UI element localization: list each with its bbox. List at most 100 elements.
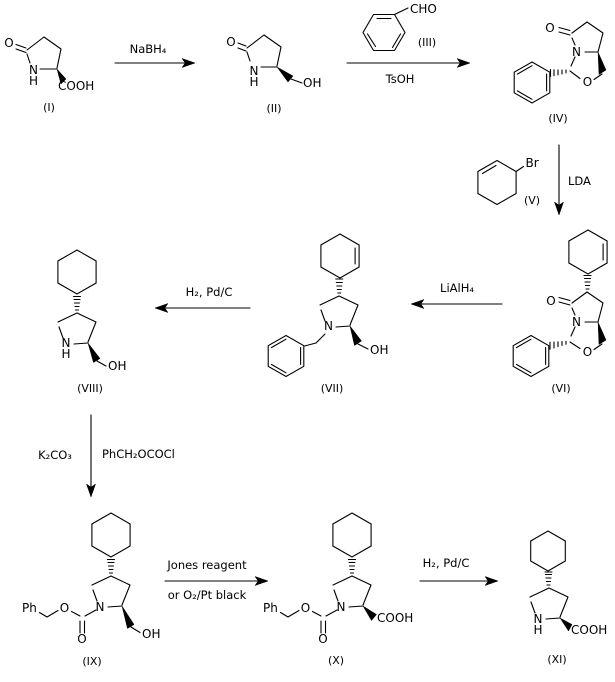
bond-skeleton xyxy=(279,575,372,634)
structure-vi: O N O (VI) xyxy=(512,229,608,395)
benzene-ring xyxy=(362,13,406,52)
hash-wedge-bond xyxy=(335,278,344,294)
compound-number: (IX) xyxy=(82,655,101,668)
ring-oxygen-label: O xyxy=(583,75,592,89)
nitrogen-label: N xyxy=(337,600,346,614)
arrowhead-down-icon xyxy=(86,483,96,498)
phenyl-abbrev-label: Ph xyxy=(263,601,278,615)
oxygen-label: O xyxy=(226,35,235,49)
nh-hydrogen-label: H xyxy=(61,347,70,361)
cyclohexyl-ring xyxy=(57,249,97,295)
compound-number: (VI) xyxy=(551,382,570,395)
carbonyl-oxygen-label: O xyxy=(77,632,86,646)
oh-label: OH xyxy=(370,343,388,357)
bond-skeleton xyxy=(15,36,62,70)
compound-number: (IV) xyxy=(548,112,567,125)
arrow-step8: H₂, Pd/C xyxy=(419,556,499,586)
structure-iv: O N O (IV) xyxy=(513,21,607,125)
structure-iii-benzaldehyde: CHO (III) xyxy=(362,2,437,52)
bond-skeleton xyxy=(303,295,369,350)
arrow-step4: LiAlH₄ xyxy=(410,281,503,309)
ester-oxygen-label: O xyxy=(60,601,69,615)
oh-label: OH xyxy=(108,359,126,373)
reagent-nabh4: NaBH₄ xyxy=(130,42,167,56)
cho-bond xyxy=(393,7,409,16)
arrow-step3: LDA xyxy=(554,144,591,216)
hash-wedge-bond xyxy=(347,558,357,574)
arrow-step6: K₂CO₃ PhCH₂OCOCl xyxy=(38,414,175,498)
bond-skeleton xyxy=(237,34,303,84)
cooh-label: COOH xyxy=(58,79,94,93)
hash-wedge-bond xyxy=(72,295,82,311)
cho-label: CHO xyxy=(410,2,437,16)
nitrogen-label: N xyxy=(250,64,259,78)
nitrogen-label: N xyxy=(62,336,71,350)
compound-number: (III) xyxy=(418,36,436,49)
nh-hydrogen-label: H xyxy=(29,74,38,88)
wedge-bond xyxy=(276,66,294,83)
br-label: Br xyxy=(526,156,539,170)
structure-ix: Ph O O N OH (IX) xyxy=(22,512,160,668)
reagent-h2-pdc: H₂, Pd/C xyxy=(423,556,470,570)
arrowhead-right-icon xyxy=(181,58,196,68)
compound-number: (V) xyxy=(524,194,540,207)
compound-number: (I) xyxy=(43,101,55,114)
oh-label: OH xyxy=(142,627,160,641)
reagent-lialh4: LiAlH₄ xyxy=(440,281,474,295)
structure-i: O N H COOH (I) xyxy=(4,36,94,114)
bond-skeleton xyxy=(57,312,107,367)
aromatic-inner-bonds xyxy=(516,65,548,100)
reagent-h2-pdc: H₂, Pd/C xyxy=(186,285,233,299)
nitrogen-label: N xyxy=(534,612,543,626)
reagent-jones: Jones reagent xyxy=(166,558,247,572)
oxygen-label: O xyxy=(546,294,555,308)
ring-oxygen-label: O xyxy=(583,345,592,359)
arrowhead-right-icon xyxy=(254,576,269,586)
phenyl-ring xyxy=(512,334,550,378)
hash-wedge-bond-top xyxy=(583,274,592,290)
reagent-cbz-cl: PhCH₂OCOCl xyxy=(102,447,175,461)
structure-xi: N H COOH (XI) xyxy=(529,530,607,666)
arrowhead-right-icon xyxy=(456,58,471,68)
hash-wedge-bond xyxy=(106,558,116,574)
nitrogen-label: N xyxy=(96,600,105,614)
aromatic-inner-bonds xyxy=(515,338,547,374)
structure-vii: N OH (VII) xyxy=(267,233,388,395)
oxygen-label: O xyxy=(4,36,13,50)
hash-wedge-bond xyxy=(544,571,553,586)
wedge-bond xyxy=(87,342,101,363)
compound-number: (XI) xyxy=(547,653,566,666)
oxygen-label: O xyxy=(545,21,554,35)
wedge-bond xyxy=(56,68,67,85)
arrowhead-left-icon xyxy=(154,303,169,313)
aromatic-inner-bonds xyxy=(366,17,402,49)
structure-viii: N H OH (VIII) xyxy=(57,249,126,395)
bond-skeleton xyxy=(558,291,604,351)
structure-ii: O N H OH (II) xyxy=(226,34,321,115)
reagent-lda: LDA xyxy=(568,174,591,188)
bond-skeleton xyxy=(558,21,604,81)
oh-label: OH xyxy=(303,76,321,90)
bond-skeleton xyxy=(529,587,569,620)
phenyl-abbrev-label: Ph xyxy=(22,601,37,615)
nitrogen-label: N xyxy=(572,315,581,329)
arrow-step1: NaBH₄ xyxy=(114,42,196,68)
arrow-step7: Jones reagent or O₂/Pt black xyxy=(164,558,269,602)
br-bond xyxy=(515,165,525,173)
cyclohexyl-ring xyxy=(530,530,566,572)
phenyl-ring xyxy=(513,61,551,104)
cyclohexyl-ring xyxy=(332,512,372,558)
nh-hydrogen-label: H xyxy=(249,75,258,89)
reagent-k2co3: K₂CO₃ xyxy=(38,448,72,462)
cyclohexenyl-ring xyxy=(568,229,608,275)
phenyl-ring xyxy=(267,334,305,378)
wedge-bond xyxy=(559,617,573,632)
structure-x: Ph O O N COOH (X) xyxy=(263,512,413,667)
compound-number: (VIII) xyxy=(77,382,103,395)
arrowhead-down-icon xyxy=(554,201,564,216)
compound-number: (X) xyxy=(328,654,344,667)
aromatic-inner-bonds xyxy=(270,338,302,374)
cyclohexenyl-ring xyxy=(320,233,360,279)
